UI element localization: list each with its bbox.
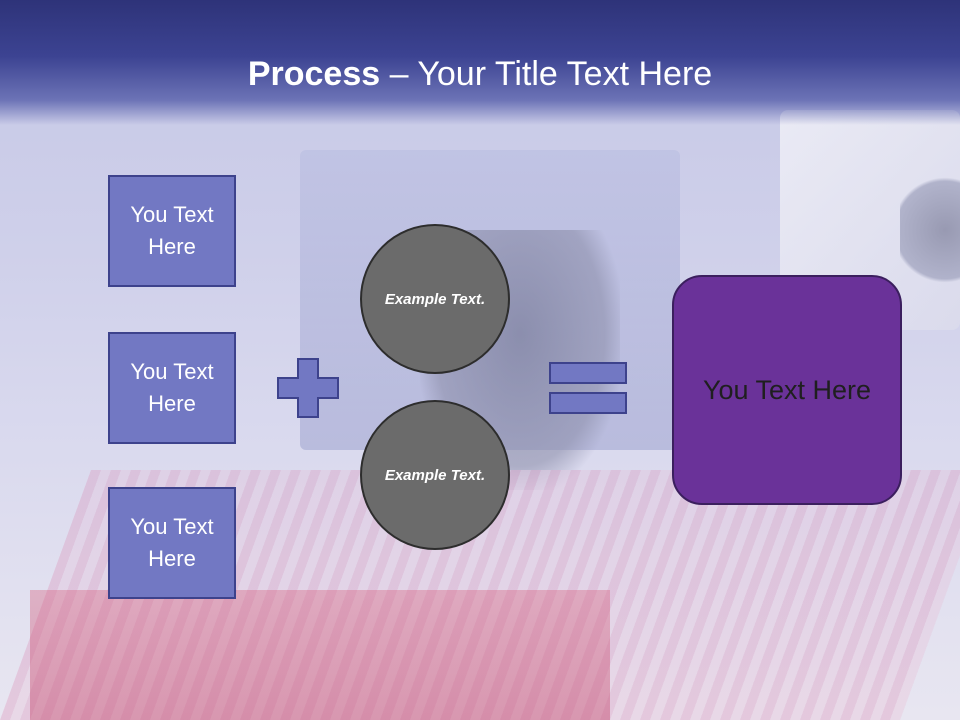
slide-title: Process – Your Title Text Here [0,52,960,96]
plus-sign-icon [277,358,339,418]
title-bold: Process [247,55,381,93]
equals-sign-icon [549,362,627,414]
background-knob [900,170,960,290]
input-box-1: You Text Here [108,175,236,287]
result-box: You Text Here [672,275,902,505]
background-red-samples [30,590,610,720]
input-box-2: You Text Here [108,332,236,444]
header-bar [0,0,960,125]
title-rest: – Your Title Text Here [380,55,713,93]
input-box-3: You Text Here [108,487,236,599]
example-circle-2: Example Text. [360,400,510,550]
example-circle-1: Example Text. [360,224,510,374]
